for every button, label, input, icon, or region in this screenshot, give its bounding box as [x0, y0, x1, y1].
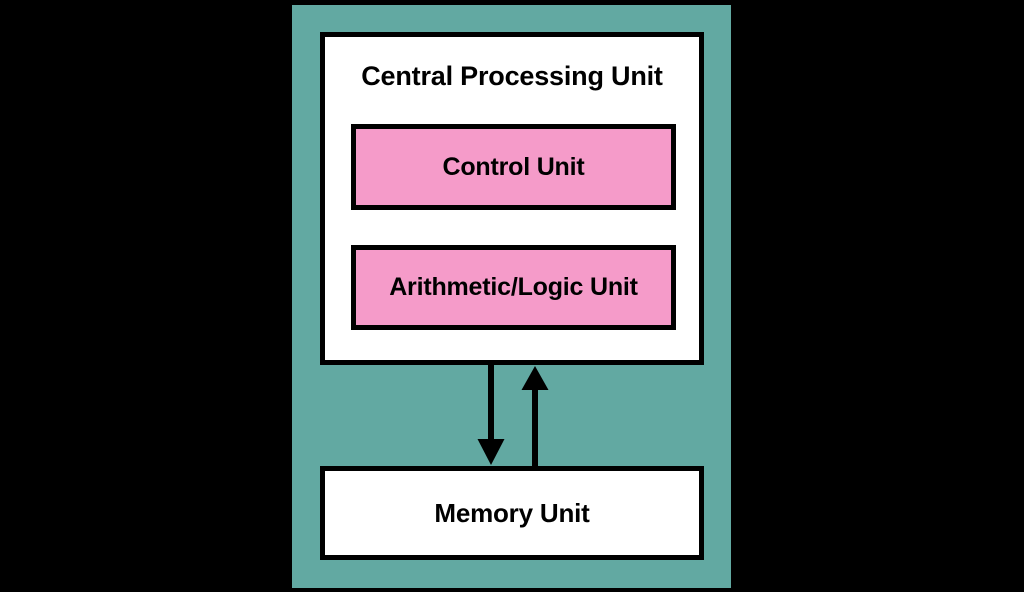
cpu-title: Central Processing Unit — [361, 61, 663, 91]
control-unit-label: Control Unit — [442, 152, 585, 181]
memory-to-cpu-arrow-head — [521, 366, 549, 390]
diagram-panel: Central Processing Unit Control Unit Ari… — [292, 5, 731, 588]
control-unit-box: Control Unit — [351, 124, 676, 210]
cpu-to-memory-arrow — [477, 365, 505, 465]
memory-unit-label: Memory Unit — [434, 497, 590, 528]
arithmetic-logic-unit-label: Arithmetic/Logic Unit — [389, 273, 638, 301]
arithmetic-logic-unit-box: Arithmetic/Logic Unit — [351, 245, 676, 330]
memory-to-cpu-arrow — [521, 366, 549, 466]
cpu-to-memory-arrow-head — [477, 439, 505, 465]
memory-unit-box: Memory Unit — [320, 466, 704, 560]
